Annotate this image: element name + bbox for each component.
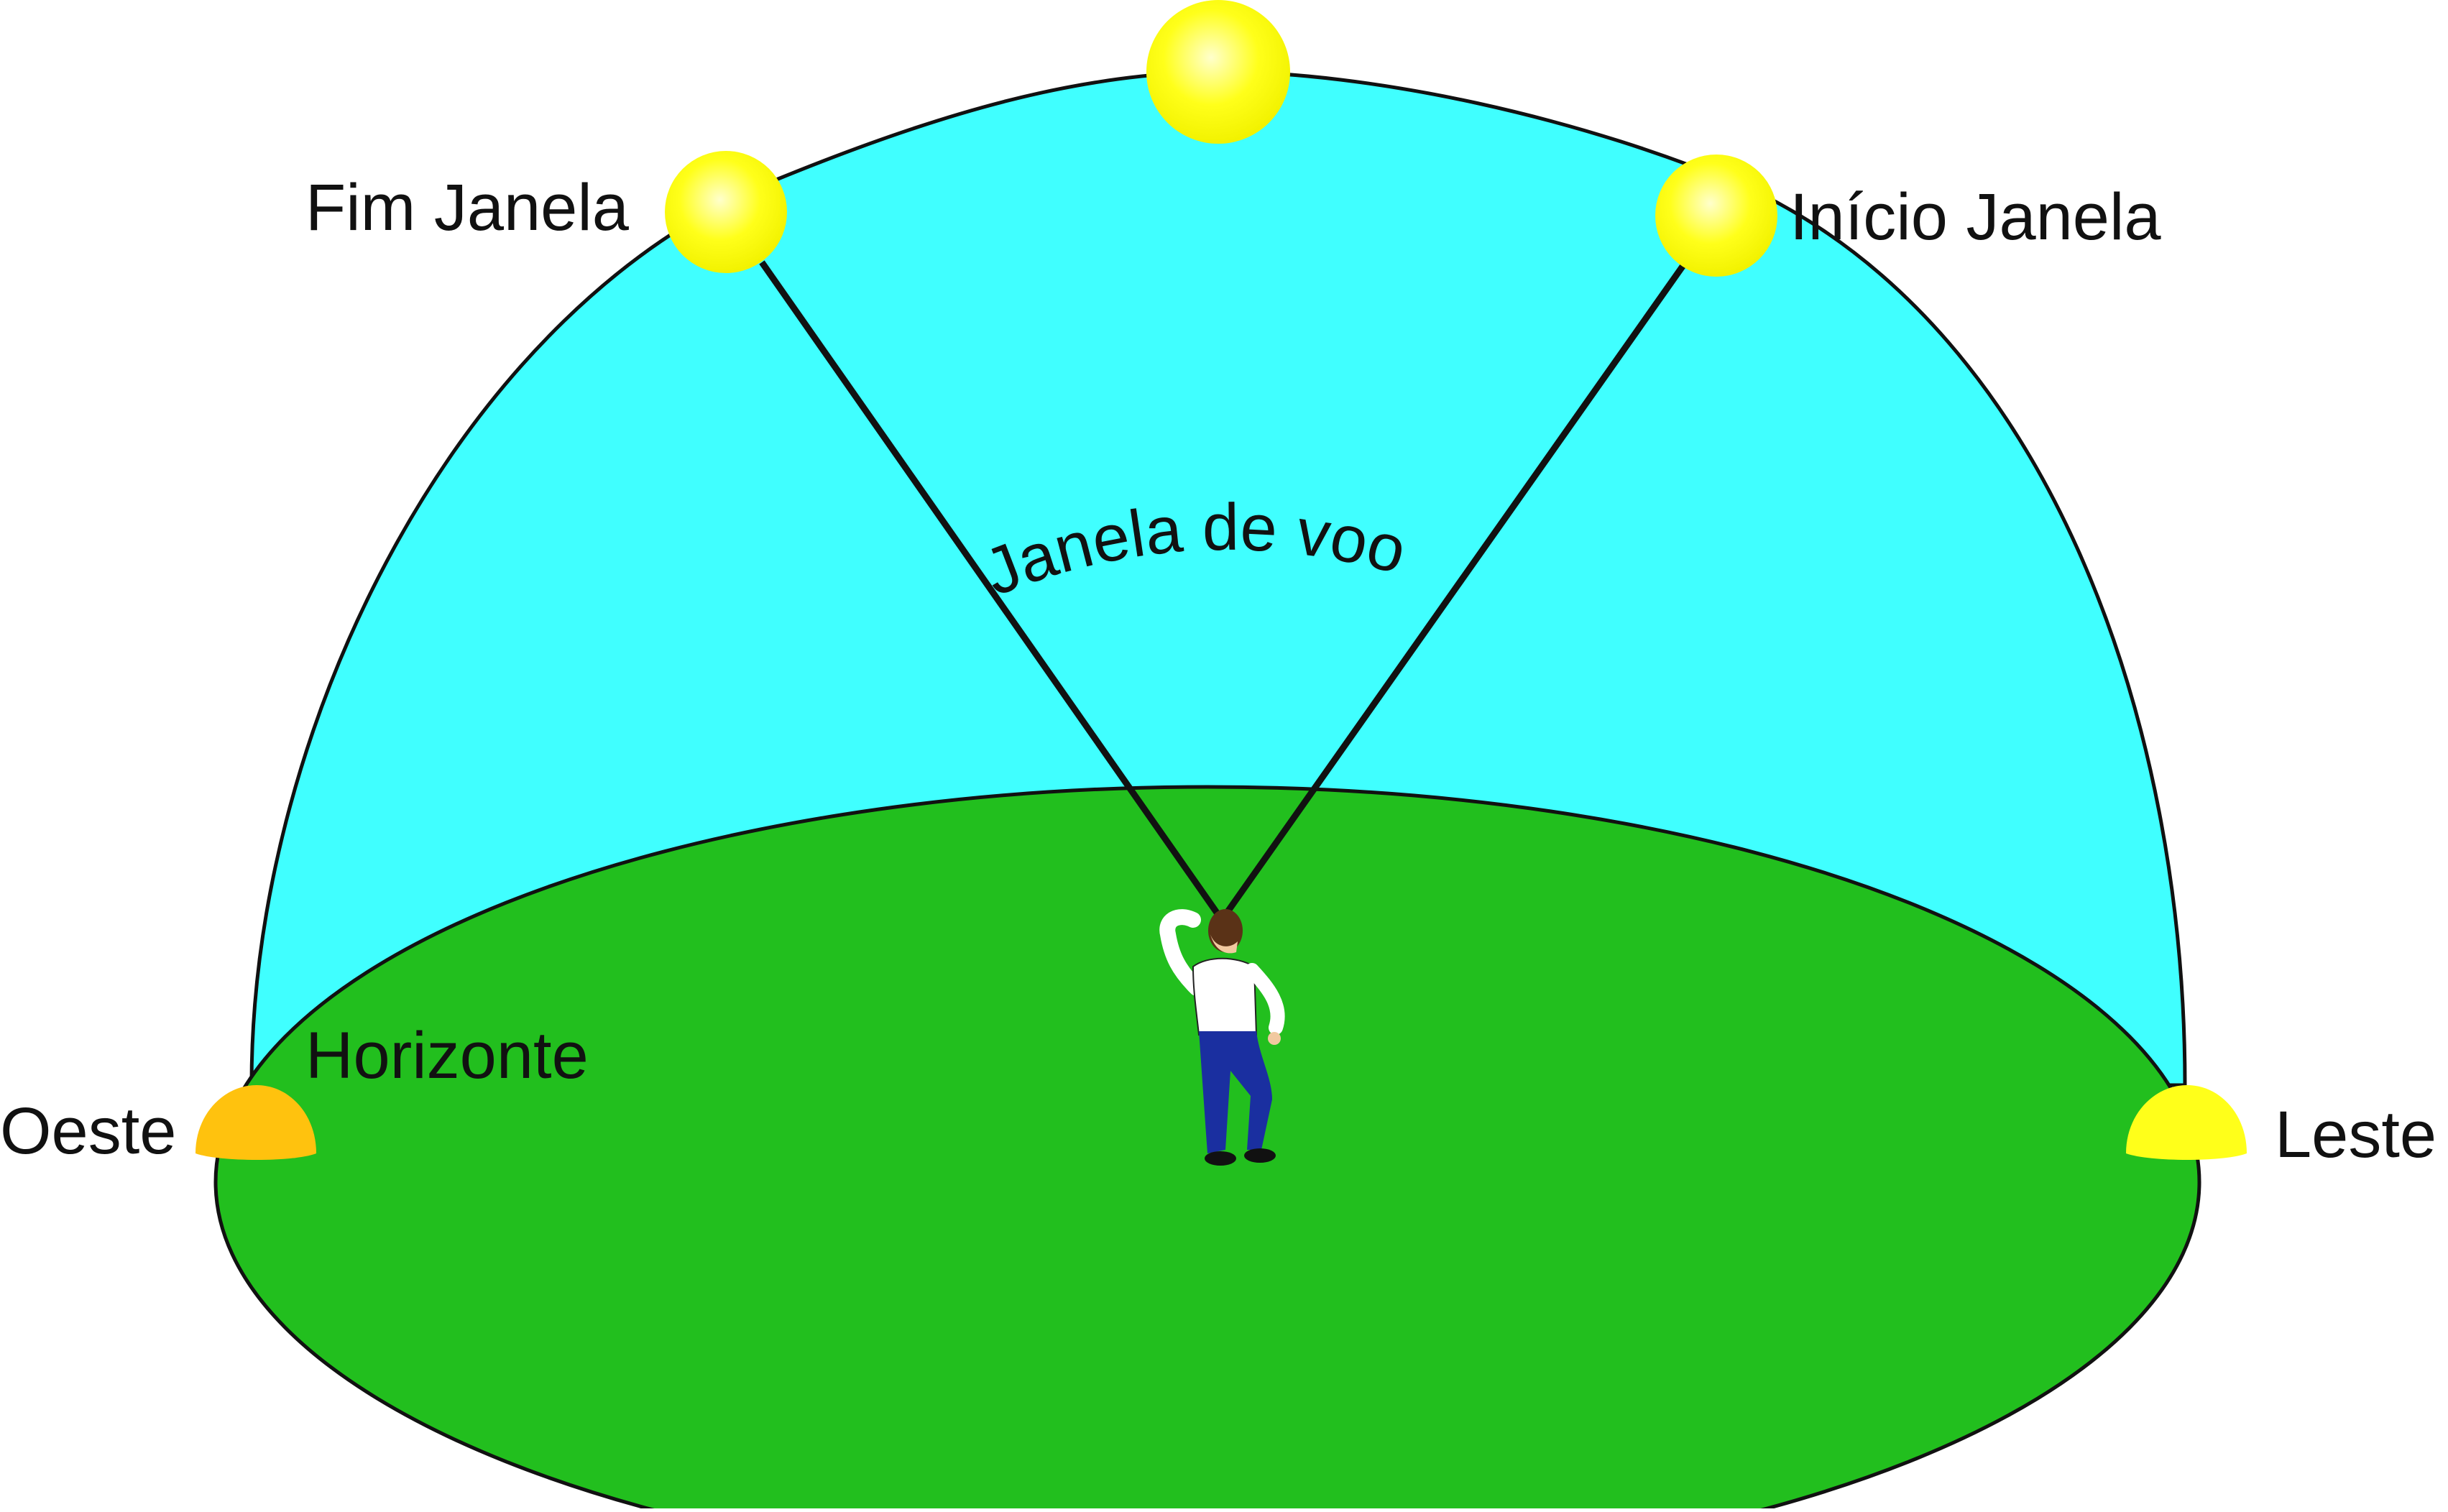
label-oeste: Oeste (0, 1094, 176, 1168)
observer-raised-arm (1159, 909, 1205, 996)
label-leste: Leste (2275, 1098, 2437, 1171)
observer-shoe-right (1244, 1148, 1276, 1163)
label-fim-janela: Fim Janela (305, 171, 630, 244)
observer-lower-arm (1245, 963, 1285, 1035)
label-horizonte: Horizonte (305, 1019, 589, 1092)
sight-line-window-end (759, 260, 1225, 922)
observer-person (1159, 909, 1285, 1166)
label-inicio-janela: Início Janela (1790, 180, 2161, 254)
rising-sun-east (2126, 1085, 2247, 1160)
setting-sun-west (195, 1085, 316, 1160)
sun-window-start (1655, 155, 1777, 277)
sun-window-end (665, 151, 787, 273)
observer-shoe-left (1205, 1151, 1236, 1166)
observer-head (1208, 909, 1243, 952)
sun-zenith (1146, 0, 1290, 144)
observer-trousers (1199, 1031, 1272, 1153)
sight-line-window-start (1219, 260, 1688, 922)
